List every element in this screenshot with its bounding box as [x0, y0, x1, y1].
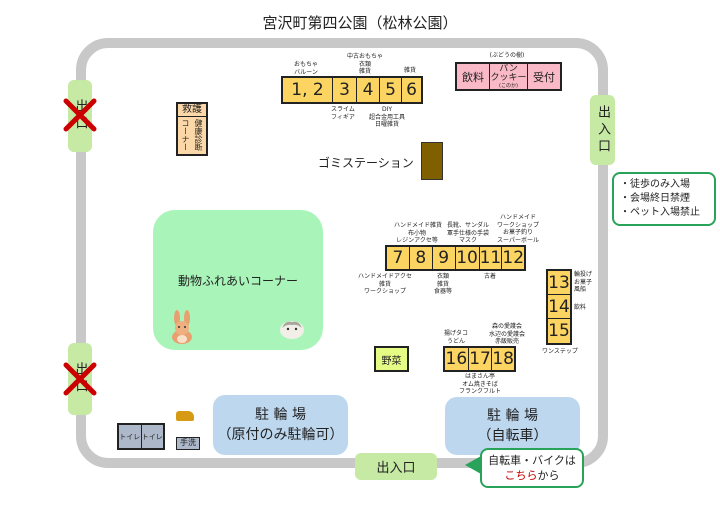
- stalls-16-18: 16 17 18: [443, 346, 516, 372]
- exit-bottom: 出入口: [355, 453, 437, 480]
- vegetable-booth: 野菜: [374, 346, 409, 372]
- stall-9: 9: [433, 247, 456, 269]
- parking-bicycle: 駐 輪 場（自転車）: [445, 397, 580, 455]
- toilets: トイレ トイレ: [117, 423, 165, 450]
- exit-right: 出入口: [590, 95, 615, 165]
- stall-18: 18: [492, 349, 514, 369]
- stall-label: はまさん亭オム焼きそばフランクフルト: [458, 373, 501, 395]
- stall-8: 8: [410, 247, 433, 269]
- stall-label: ワンステップ: [542, 348, 578, 355]
- stall-3: 3: [333, 78, 357, 102]
- stall-label: ハンドメイド雑貨布小物レジンアクセ等: [394, 222, 443, 244]
- stall-label: 中古おもちゃ衣類雑貨: [346, 53, 383, 75]
- parking-moped: 駐 輪 場（原付のみ駐輪可）: [213, 395, 348, 455]
- arrow-left-icon: [465, 456, 481, 474]
- stall-label: 飲料: [574, 304, 587, 311]
- bike-callout: 自転車・バイクは こちらから: [480, 448, 584, 488]
- stall-1-2: 1, 2: [283, 78, 333, 102]
- guinea-pig-icon: [280, 321, 304, 339]
- garbage-station: [421, 142, 443, 180]
- stall-13: 13: [548, 271, 570, 296]
- closed-x-icon: [63, 362, 97, 396]
- rabbit-icon: [172, 310, 192, 344]
- stall-label: 輪投げお菓子風船: [574, 271, 593, 293]
- map-title: 宮沢町第四公園（松林公園）: [262, 14, 458, 32]
- stall-label: 衣類雑貨食器等: [433, 273, 452, 295]
- closed-x-icon: [63, 98, 97, 132]
- stall-label: おもちゃバルーン: [293, 61, 318, 76]
- booth-drink: 飲料: [457, 64, 490, 89]
- garbage-label: ゴミステーション: [318, 156, 414, 170]
- stall-label: ハンドメイドワークショップお菓子釣りスーパーボール: [496, 214, 539, 244]
- booth-bread: パンクッキー(このか): [490, 63, 528, 89]
- pink-booths: 飲料 パンクッキー(このか) 受付: [455, 62, 562, 91]
- stall-5: 5: [380, 78, 402, 102]
- stall-4: 4: [357, 78, 380, 102]
- booth-reception: 受付: [533, 70, 555, 84]
- stall-label: ハンドメイドアクセ雑貨ワークショップ: [358, 273, 413, 295]
- stall-label: 雑貨: [403, 67, 416, 74]
- stalls-7-12: 7 8 9 10 11 12: [385, 245, 526, 271]
- notice-box: ・徒歩のみ入場 ・会場終日禁煙 ・ペット入場禁止: [612, 172, 716, 226]
- notice-item: ・会場終日禁煙: [620, 193, 690, 204]
- handwash: 手洗: [176, 437, 200, 450]
- stall-label: 古着: [483, 273, 496, 280]
- animal-corner-label: 動物ふれあいコーナー: [177, 274, 298, 288]
- stalls-1-6: 1, 2 3 4 5 6: [281, 76, 423, 104]
- stall-7: 7: [387, 247, 410, 269]
- stall-15: 15: [548, 321, 570, 342]
- stall-label: スライムフィギア: [331, 106, 355, 121]
- notice-item: ・ペット入場禁止: [620, 207, 700, 218]
- stall-6: 6: [406, 80, 417, 100]
- toilet: トイレ: [141, 432, 163, 441]
- walking-path: [76, 38, 608, 468]
- faucet-icon: [176, 411, 194, 421]
- stall-11: 11: [479, 247, 503, 269]
- booth-label: (ぶどうの樹): [489, 52, 525, 59]
- notice-item: ・徒歩のみ入場: [620, 179, 690, 190]
- stall-17: 17: [469, 348, 493, 370]
- stall-16: 16: [445, 348, 469, 370]
- stall-label: 長靴、サンダル軍手仕様の手袋マスク: [446, 222, 489, 244]
- stall-12: 12: [502, 248, 525, 268]
- stalls-13-15: 13 14 15: [546, 269, 572, 345]
- stall-label: 揚げタコうどん: [443, 330, 468, 345]
- toilet: トイレ: [119, 425, 142, 448]
- stall-10: 10: [456, 247, 480, 269]
- stall-label: 森の愛護会水辺の愛護会赤飯販売: [488, 323, 525, 345]
- stall-14: 14: [548, 295, 570, 320]
- first-aid-booth: 救護 コーナー 健康診断: [176, 102, 208, 156]
